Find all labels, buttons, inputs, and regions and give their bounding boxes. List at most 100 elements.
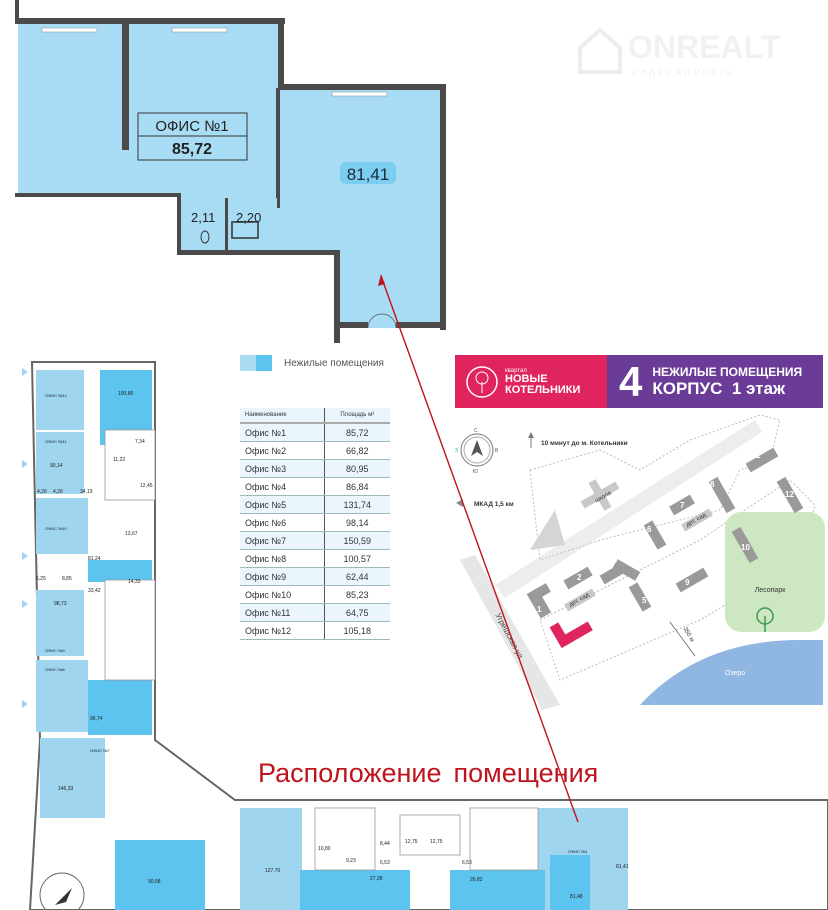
- onrealt-watermark: ONREALT недвижимость: [578, 27, 781, 78]
- room-area-label: 6,53: [380, 860, 390, 866]
- office-tag: ОФИС №12: [45, 393, 68, 398]
- room-area-label: 12,45: [140, 483, 153, 489]
- room-area-label: 6,25: [36, 576, 46, 582]
- title-block: 4 НЕЖИЛЫЕ ПОМЕЩЕНИЯ КОРПУС 1 этаж: [607, 355, 823, 408]
- building-4-highlight: [549, 621, 593, 649]
- office-area-cell: 85,23: [323, 585, 390, 604]
- tree-logo-icon: [466, 365, 498, 398]
- office-name-cell: Офис №12: [240, 621, 325, 640]
- location-caption: Расположение помещения: [258, 758, 610, 789]
- room-area-label: 27,28: [370, 876, 383, 882]
- office-area-cell: 62,44: [323, 567, 390, 586]
- office-area-cell: 150,59: [323, 531, 390, 550]
- office-tag: ОФИС №9: [45, 648, 65, 653]
- room-area: 81,41: [347, 165, 390, 184]
- brand-block: квартал НОВЫЕ КОТЕЛЬНИКИ: [455, 355, 607, 408]
- office-tag: ОФИС №7: [90, 748, 110, 753]
- arrow-left-icon: [456, 499, 463, 507]
- office-name-cell: Офис №1: [240, 423, 325, 442]
- entrance-markers: [22, 368, 28, 708]
- col-header-area: Площадь м²: [323, 408, 390, 424]
- room-area-label: 33,42: [88, 588, 101, 594]
- room-area-label: 13,67: [125, 531, 138, 537]
- col-header-name: Наименование: [240, 408, 325, 424]
- office-1-rooms: [15, 0, 446, 343]
- building-label: 12: [785, 490, 794, 499]
- wc-area-1: 2,11: [191, 210, 215, 225]
- metro-label: 10 минут до м. Котельники: [541, 440, 628, 447]
- location-pointer-arrow: [378, 274, 579, 823]
- room-area-label: 8,44: [380, 841, 390, 847]
- legend-label: Нежилые помещения: [284, 357, 384, 369]
- banner-floor: 1 этаж: [731, 378, 786, 398]
- building-label: 9: [685, 578, 690, 587]
- room-area-label: 8,85: [62, 576, 72, 582]
- office-tag: ОФИС №1: [568, 849, 588, 854]
- brand-name-2: КОТЕЛЬНИКИ: [505, 383, 581, 396]
- building-label: 10: [741, 543, 750, 552]
- office-name-cell: Офис №4: [240, 477, 325, 496]
- office-name-cell: Офис №10: [240, 585, 325, 604]
- office-area-cell: 131,74: [323, 495, 390, 514]
- office-tag: ОФИС №10: [45, 526, 68, 531]
- residential-buildings: [526, 447, 804, 649]
- main-road: [495, 420, 762, 598]
- office-name-cell: Офис №11: [240, 603, 325, 622]
- room-area-label: 146,33: [58, 786, 74, 792]
- office-tag: ОФИС №11: [45, 439, 67, 444]
- office-name-cell: Офис №2: [240, 441, 325, 460]
- banner-korpus: КОРПУС: [652, 378, 723, 398]
- building-label: 6: [647, 525, 652, 534]
- room-area-label: 12,75: [430, 839, 443, 845]
- building-label: 8: [710, 480, 715, 489]
- office-name-cell: Офис №3: [240, 459, 325, 478]
- office-area-cell: 100,57: [323, 549, 390, 568]
- floor-plan-overview: 100,86 90,14 4,26 4,26 34,19 81,24 6,25 …: [22, 361, 828, 910]
- building-label: 11: [752, 451, 761, 460]
- office-name-cell: Офис №5: [240, 495, 325, 514]
- caption-word-1: Расположение: [258, 758, 442, 788]
- office-area-cell: 105,18: [323, 621, 390, 640]
- office-area-cell: 85,72: [323, 423, 390, 442]
- office-area-cell: 66,82: [323, 441, 390, 460]
- office-area-cell: 86,84: [323, 477, 390, 496]
- tree-icon: [756, 607, 774, 632]
- distance-arrow: [669, 621, 696, 657]
- office-name-cell: Офис №9: [240, 567, 325, 586]
- caption-word-2: помещения: [453, 758, 599, 788]
- compass-w: З: [455, 448, 458, 454]
- building-label: 7: [680, 501, 685, 510]
- wc-area-2: 2,20: [236, 210, 261, 225]
- project-banner: квартал НОВЫЕ КОТЕЛЬНИКИ 4 НЕЖИЛЫЕ ПОМЕЩ…: [455, 355, 823, 408]
- room-area-label: 9,23: [346, 858, 356, 864]
- room-area-label: 98,73: [54, 601, 67, 607]
- office-name-cell: Офис №8: [240, 549, 325, 568]
- building-label: 1: [537, 605, 542, 614]
- watermark-brand: ONREALT: [628, 29, 781, 65]
- office-tag: ОФИС №8: [45, 667, 65, 672]
- banner-title: НЕЖИЛЫЕ ПОМЕЩЕНИЯ: [652, 364, 803, 379]
- building-label: 2: [577, 573, 582, 582]
- room-area-label: 90,68: [148, 879, 161, 885]
- office-area-cell: 98,14: [323, 513, 390, 532]
- office-name: ОФИС №1: [155, 118, 228, 135]
- site-map: Лесопарк Озеро 1 2 3 4 5 6: [455, 410, 825, 710]
- room-area-label: 90,14: [50, 463, 63, 469]
- legend-swatch: [240, 355, 272, 371]
- building-label: 4: [572, 643, 577, 652]
- room-area-label: 96,74: [90, 716, 103, 722]
- room-area-label: 4,26: [53, 489, 63, 495]
- building-label: 5: [642, 596, 647, 605]
- park-label: Лесопарк: [755, 587, 787, 594]
- arrow-up-icon: [528, 432, 534, 448]
- office-area: 85,72: [172, 141, 212, 158]
